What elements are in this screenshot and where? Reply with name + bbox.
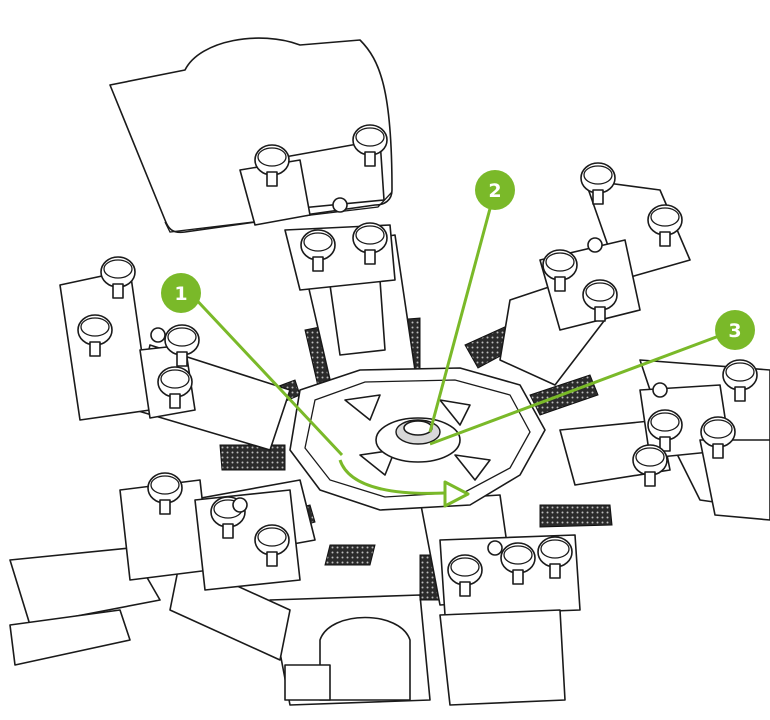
callout-label-1: 1 <box>174 283 187 305</box>
platen-board <box>109 37 393 234</box>
callout-label-3: 3 <box>728 320 741 342</box>
callout-badge-3: 3 <box>715 310 755 350</box>
callout-badge-1: 1 <box>161 273 201 313</box>
pivot-pins <box>150 197 668 556</box>
base-frame <box>9 547 431 706</box>
rotation-arrow <box>338 459 470 508</box>
callout-leaders <box>188 189 736 457</box>
center-hub <box>289 367 546 511</box>
callout-badge-2: 2 <box>475 170 515 210</box>
callout-label-2: 2 <box>488 180 501 202</box>
